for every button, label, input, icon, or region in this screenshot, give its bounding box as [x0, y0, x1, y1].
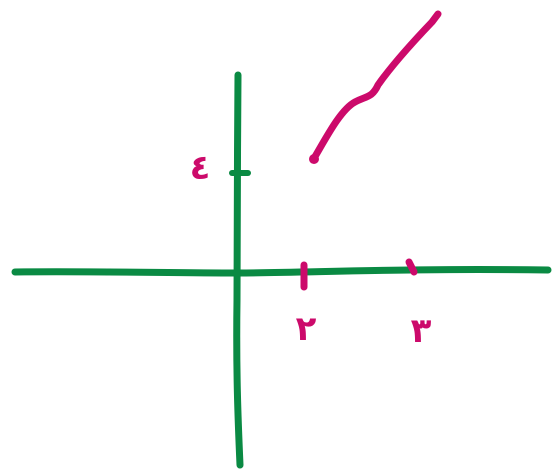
x-axis-tick-2	[405, 258, 418, 276]
x-tick-label-1: ٢	[296, 309, 317, 349]
graph-curve	[309, 10, 442, 164]
x-tick-label-2: ٣	[411, 311, 432, 351]
y-axis	[233, 71, 244, 469]
curve-start-point	[309, 154, 319, 164]
y-tick-label: ٤	[190, 148, 211, 188]
x-axis	[11, 266, 552, 277]
